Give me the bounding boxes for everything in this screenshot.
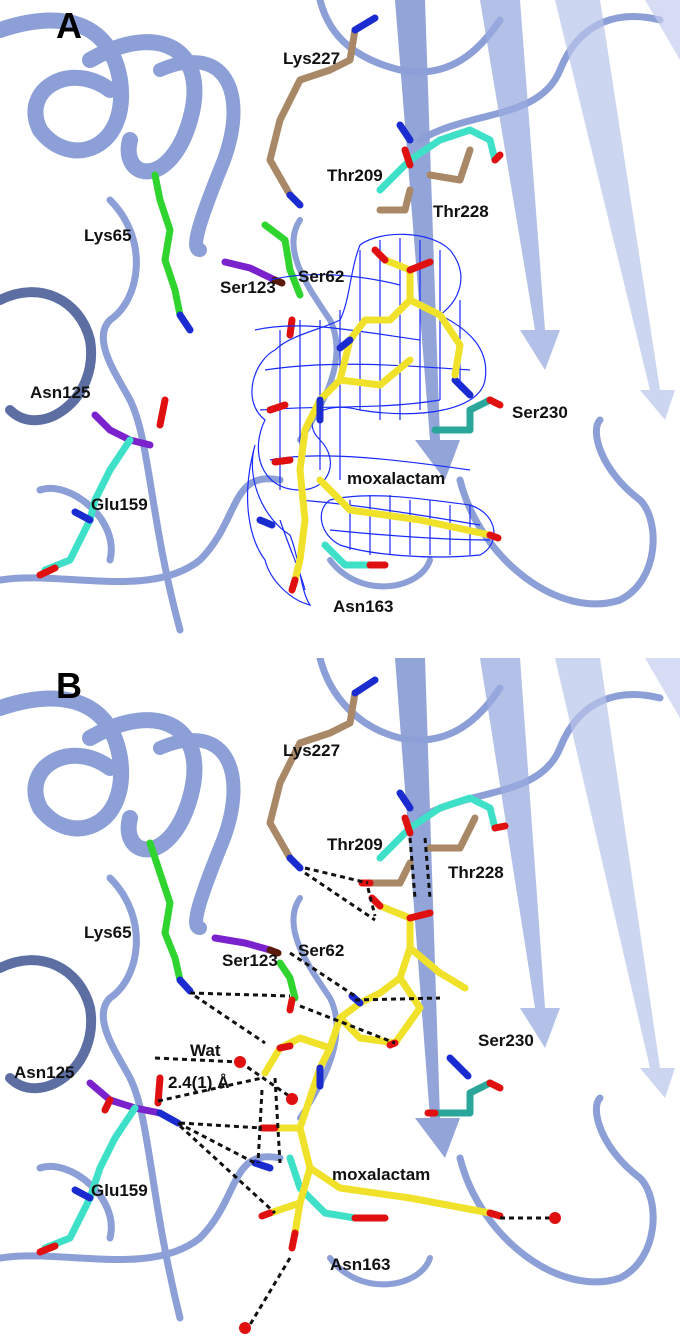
label-asn163: Asn163 [333, 597, 393, 616]
label-glu159: Glu159 [91, 495, 148, 514]
label-lys227: Lys227 [283, 49, 340, 68]
beta-strands [395, 0, 680, 480]
water-molecules [234, 1056, 561, 1334]
label-thr228: Thr228 [433, 202, 489, 221]
hydrogen-bonds [154, 837, 555, 1329]
water-2 [286, 1093, 298, 1105]
panel-a-structure: A Lys227 Thr209 Thr228 Lys65 Ser123 Ser6… [0, 0, 680, 634]
thr209-sticks [376, 121, 504, 194]
label-lys65: Lys65 [84, 226, 132, 245]
moxalactam-sticks [258, 894, 504, 1252]
label-lys65: Lys65 [84, 923, 132, 942]
lys65-sticks [146, 839, 194, 995]
panel-a: A Lys227 Thr209 Thr228 Lys65 Ser123 Ser6… [0, 0, 680, 650]
label-asn163: Asn163 [330, 1255, 390, 1274]
label-distance: 2.4(1) Å [168, 1073, 229, 1092]
label-ser230: Ser230 [512, 403, 568, 422]
ser230-sticks [431, 376, 504, 434]
asn125-glu159-sticks [36, 1074, 182, 1256]
ser230-sticks [424, 1054, 504, 1117]
label-thr228: Thr228 [448, 863, 504, 882]
protein-ribbon [0, 0, 664, 634]
label-asn125: Asn125 [30, 383, 90, 402]
panel-b-structure: B Lys227 Thr209 Thr228 Lys65 Ser123 Ser6… [0, 658, 680, 1334]
thr228-sticks [376, 146, 414, 214]
panel-b: B Lys227 Thr209 Thr228 Lys65 Ser123 Ser6… [0, 658, 680, 1339]
label-moxalactam: moxalactam [332, 1165, 430, 1184]
lys227-sticks [266, 676, 479, 872]
label-lys227: Lys227 [283, 741, 340, 760]
panel-letter: B [56, 665, 82, 706]
label-thr209: Thr209 [327, 835, 383, 854]
label-moxalactam: moxalactam [347, 469, 445, 488]
lys65-sticks [151, 171, 194, 334]
thr228-sticks [358, 814, 414, 887]
water-3 [549, 1212, 561, 1224]
label-ser62: Ser62 [298, 267, 344, 286]
panel-letter: A [56, 5, 82, 46]
label-asn125: Asn125 [14, 1063, 74, 1082]
ser62-sticks [261, 221, 304, 339]
asn125-glu159-sticks [36, 396, 169, 579]
label-ser123: Ser123 [220, 278, 276, 297]
thr209-sticks [376, 789, 509, 862]
lys227-sticks [266, 14, 474, 209]
label-glu159: Glu159 [91, 1181, 148, 1200]
ser123-sticks [221, 258, 286, 287]
water-4 [239, 1322, 251, 1334]
label-thr209: Thr209 [327, 166, 383, 185]
label-wat: Wat [190, 1041, 221, 1060]
asn163-sticks [251, 1154, 389, 1222]
asn163-sticks [321, 541, 389, 569]
ser123-sticks [211, 934, 282, 957]
water-1 [234, 1056, 246, 1068]
moxalactam-sticks [256, 246, 502, 594]
density-mesh [246, 233, 495, 606]
label-ser62: Ser62 [298, 941, 344, 960]
beta-strands [395, 658, 680, 1158]
ser62-sticks [276, 959, 299, 1014]
label-ser230: Ser230 [478, 1031, 534, 1050]
label-ser123: Ser123 [222, 951, 278, 970]
